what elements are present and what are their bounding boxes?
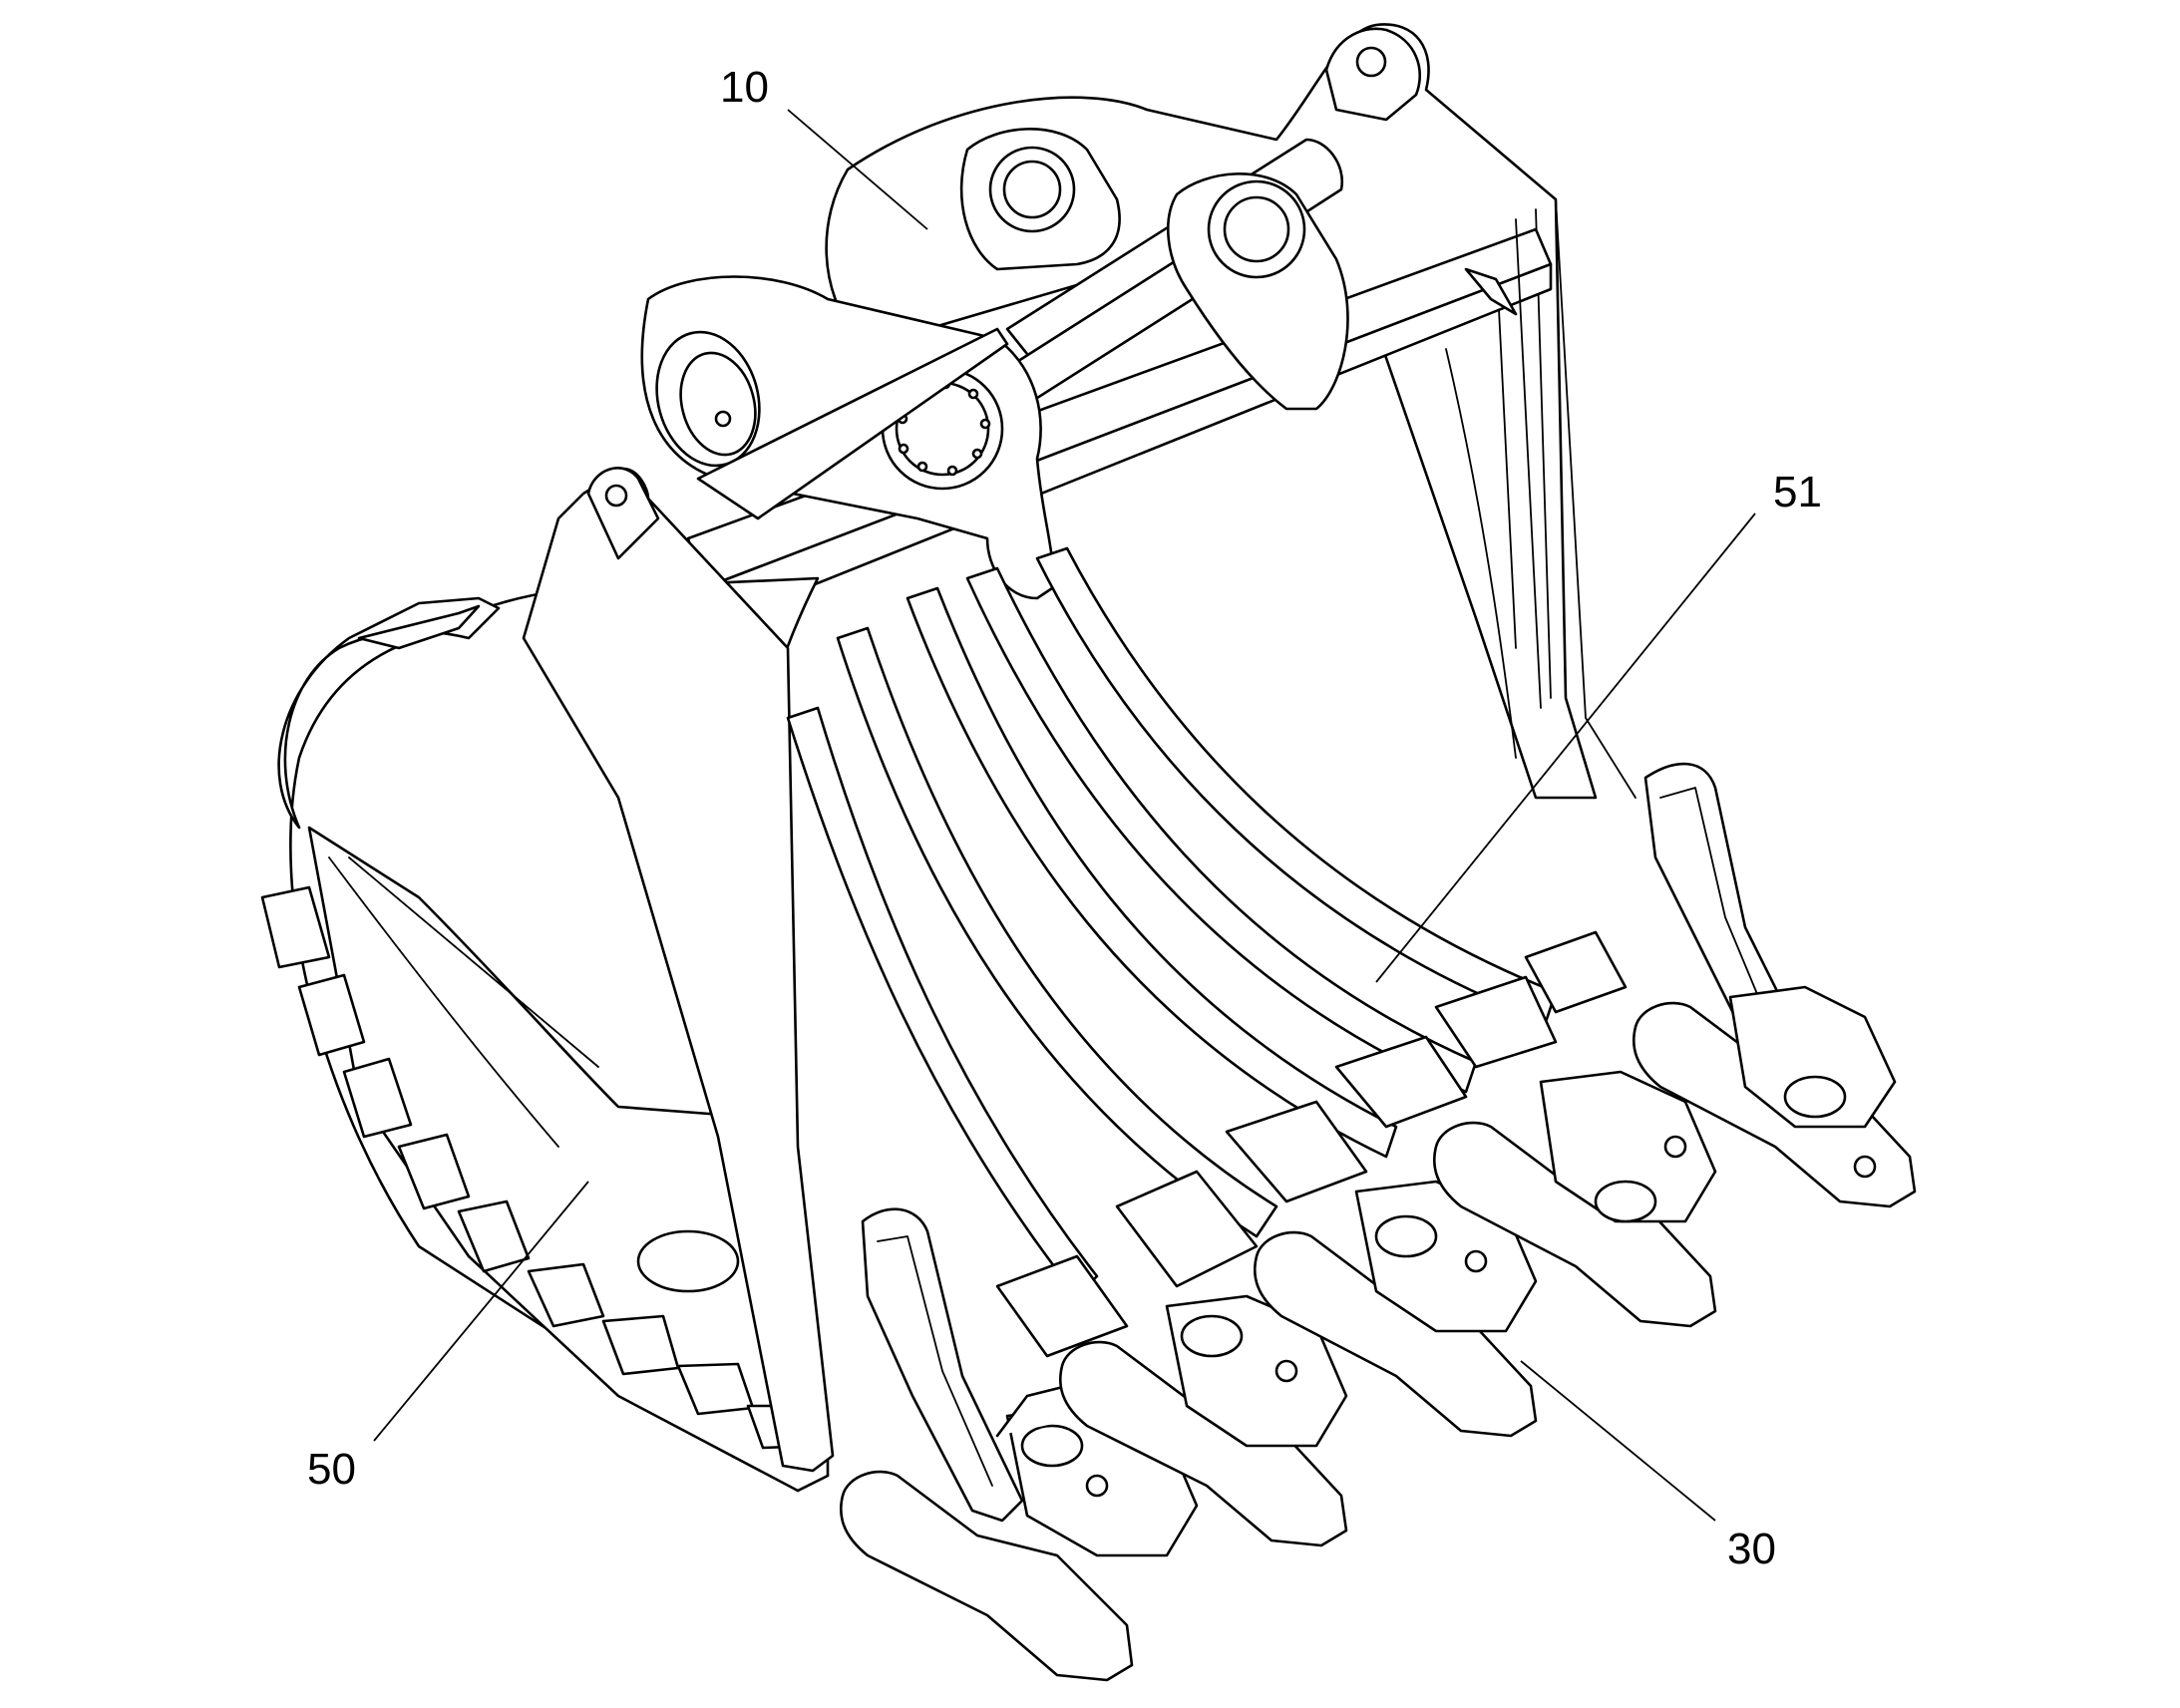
ref-label-50: 50 [307, 1445, 356, 1494]
tooth-assembly [839, 985, 1917, 1682]
near-ear-hole [604, 484, 628, 508]
ref-label-30: 30 [1727, 1525, 1776, 1573]
right-side-plate-edge [1515, 198, 1636, 799]
rear-boss-1-inner [1002, 160, 1062, 219]
right-side-cutter-inner [1659, 787, 1776, 1038]
leader-51 [1375, 512, 1756, 983]
leader-30 [1520, 1360, 1716, 1522]
left-side-cutter [861, 1207, 1024, 1523]
left-side-cutter-inner [877, 1235, 993, 1487]
near-side-ear [586, 467, 660, 560]
ref-label-10: 10 [720, 63, 769, 112]
side-plate-inner-line [328, 856, 599, 1148]
ref-label-51: 51 [1773, 468, 1822, 516]
front-cross-tube [696, 327, 1009, 520]
leader-lines [373, 109, 1756, 1522]
rear-boss-2-inner [1223, 195, 1290, 263]
leader-50 [373, 1181, 589, 1442]
wear-blocks [260, 885, 820, 1450]
beam-bracket [1464, 267, 1518, 316]
far-ear-hole [1355, 46, 1387, 78]
leader-10 [787, 109, 928, 230]
wear-plates [995, 930, 1628, 1358]
side-plate-hole [636, 1229, 740, 1293]
front-boss-1-inner [679, 351, 757, 457]
bucket-shell-top-flange [357, 604, 481, 650]
